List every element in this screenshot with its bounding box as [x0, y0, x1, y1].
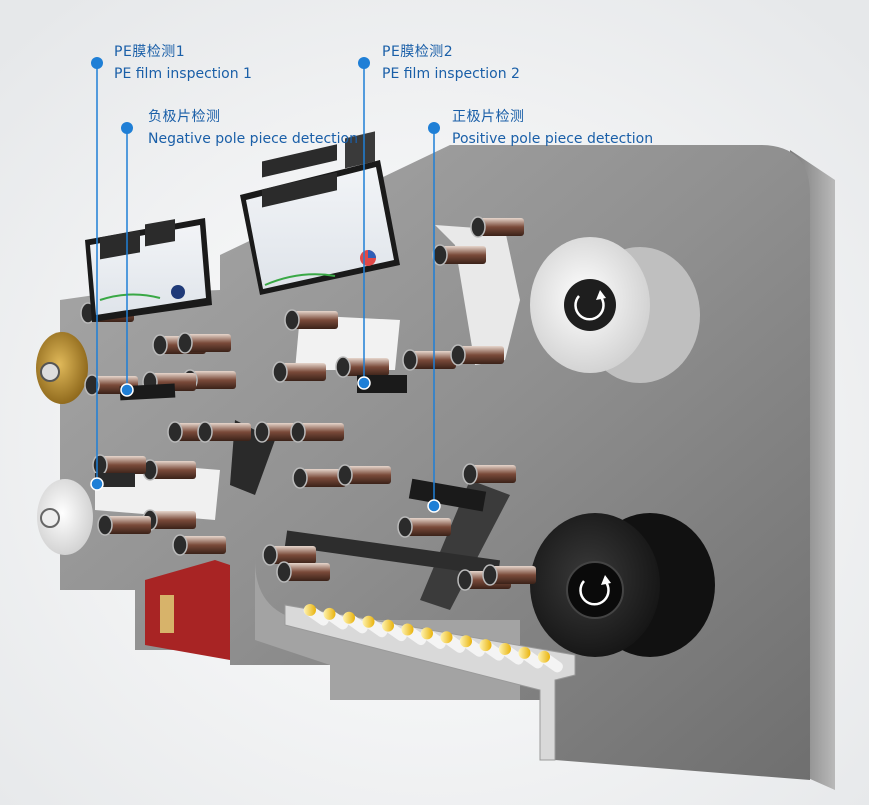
guide-roller [402, 349, 456, 371]
callout-pe-film-1-zh: PE膜检测1 [114, 44, 186, 60]
callout-positive-pole-en: Positive pole piece detection [452, 131, 654, 147]
guide-roller [337, 464, 391, 486]
guide-roller [470, 216, 524, 238]
rotation-arrow-icon-bottom [579, 575, 611, 606]
callout-pe-film-1-en: PE film inspection 1 [114, 66, 252, 82]
guide-roller [276, 561, 330, 583]
battery-cell [303, 604, 329, 626]
negative-pole-sensor [119, 383, 176, 401]
monitor-right [240, 131, 400, 295]
callout-negative-pole-zh: 负极片检测 [148, 109, 221, 125]
guide-roller [97, 514, 151, 536]
guide-roller [197, 421, 251, 443]
callout-leaders [96, 63, 435, 506]
monitor-left [85, 218, 212, 322]
guide-roller [177, 332, 231, 354]
guide-roller [335, 356, 389, 378]
rotation-arrow-icon-top [574, 290, 606, 321]
film-reel-left [37, 479, 93, 555]
callout-pe-film-2-en: PE film inspection 2 [382, 66, 520, 82]
battery-cell [323, 607, 349, 630]
guide-roller [450, 344, 504, 366]
battery-cell [459, 635, 485, 657]
guide-roller [292, 467, 346, 489]
battery-cell [362, 615, 388, 638]
battery-cell [381, 619, 407, 642]
waste-hopper [145, 560, 230, 660]
callout-negative-pole: 负极片检测 Negative pole piece detection [148, 106, 358, 150]
guide-roller [92, 454, 146, 476]
callout-pe-film-2-zh: PE膜检测2 [382, 44, 454, 60]
hopper-window [160, 595, 174, 633]
callout-pe-film-2: PE膜检测2 PE film inspection 2 [382, 41, 520, 85]
guide-roller [290, 421, 344, 443]
callout-negative-pole-en: Negative pole piece detection [148, 131, 358, 147]
positive-pole-sensor [408, 478, 487, 512]
battery-cells-row [303, 604, 563, 673]
battery-cell [479, 639, 505, 661]
cathode-web [420, 480, 510, 610]
guide-roller [172, 534, 226, 556]
film-web-upper-right [435, 225, 520, 365]
callout-pe-film-1: PE膜检测1 PE film inspection 1 [114, 41, 252, 85]
battery-cell [518, 646, 544, 669]
film-reel-bottom-right [530, 513, 715, 657]
battery-cell [401, 623, 427, 646]
battery-cell [537, 650, 563, 673]
battery-cell [440, 631, 466, 653]
guide-roller [482, 564, 536, 586]
guide-roller [432, 244, 486, 266]
pe-film-sensor-1 [95, 473, 135, 487]
callout-positive-pole-zh: 正极片检测 [452, 109, 525, 125]
guide-roller [262, 544, 316, 566]
film-reel-top-right [530, 237, 700, 383]
callout-dots [90, 57, 441, 513]
guide-roller [462, 463, 516, 485]
battery-cell [420, 627, 446, 649]
callout-positive-pole: 正极片检测 Positive pole piece detection [452, 106, 653, 150]
guide-roller [284, 309, 338, 331]
battery-cell [498, 643, 524, 665]
guide-roller [142, 459, 196, 481]
copper-reel-left [36, 332, 88, 404]
guide-roller [272, 361, 326, 383]
conveyor-belt [284, 530, 501, 577]
guide-rollers [80, 216, 536, 591]
guide-roller [397, 516, 451, 538]
battery-cell [342, 611, 368, 634]
